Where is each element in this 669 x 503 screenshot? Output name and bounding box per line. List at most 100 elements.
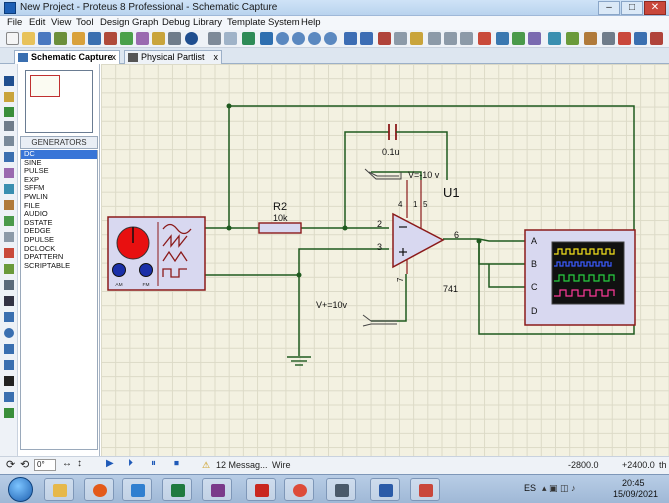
copy-icon[interactable] [394,32,407,45]
stop-icon[interactable]: ⏹ [174,458,179,469]
marker-icon[interactable] [4,408,14,418]
opamp-u1[interactable] [392,180,445,274]
messages-count[interactable]: 12 Messag... [216,460,268,470]
block-copy-icon[interactable] [428,32,441,45]
erc-report-icon[interactable] [650,32,663,45]
text-icon[interactable] [4,376,14,386]
help-icon[interactable] [185,32,198,45]
list-item[interactable]: SCRIPTABLE [24,260,71,270]
list-item[interactable]: DPATTERN [24,252,64,262]
rotate-cw-icon[interactable]: ⟳ [6,459,16,471]
menu-system[interactable]: System [268,17,300,28]
terminal-vminus[interactable] [364,168,402,180]
line-icon[interactable] [4,296,14,306]
menu-design[interactable]: Design [100,17,130,28]
tab-schematic-capture[interactable]: Schematic Capture x [14,50,120,64]
rotate-ccw-icon[interactable]: ⟲ [20,459,30,471]
schematic-icon[interactable] [88,32,101,45]
graph-icon[interactable] [4,216,14,226]
source-code-icon[interactable] [168,32,181,45]
decompose-icon[interactable] [528,32,541,45]
refresh-icon[interactable] [208,32,221,45]
play-icon[interactable]: ▶ [106,458,114,469]
wire-cap-right[interactable] [405,131,448,180]
new-sheet-icon[interactable] [602,32,615,45]
terminal-vplus[interactable] [362,314,397,327]
list-item[interactable]: PULSE [24,166,49,176]
block-delete-icon[interactable] [478,32,491,45]
pan-icon[interactable] [260,32,273,45]
gerber-icon[interactable] [136,32,149,45]
tab-close-icon[interactable]: x [111,52,117,62]
mirror-x-icon[interactable]: ↔ [62,458,72,469]
capacitor-c1[interactable] [388,124,397,140]
list-item[interactable]: DSTATE [24,217,53,227]
text-script-icon[interactable] [4,136,14,146]
menu-file[interactable]: File [7,17,23,28]
list-item[interactable]: PWLIN [24,191,48,201]
taskbar-pdf-reader[interactable] [246,478,276,501]
wire-cap-left[interactable] [344,131,389,228]
wire-output[interactable] [443,238,525,242]
taskbar-app[interactable] [122,478,152,501]
list-item[interactable]: DEDGE [24,226,51,236]
3d-icon[interactable] [120,32,133,45]
voltage-probe-icon[interactable] [4,264,14,274]
undo-icon[interactable] [344,32,357,45]
zoom-in-icon[interactable] [276,32,289,45]
circle-icon[interactable] [4,328,14,338]
menu-tool[interactable]: Tool [76,17,94,28]
remove-sheet-icon[interactable] [618,32,631,45]
wire-out-to-a[interactable] [478,241,525,265]
fm-knob[interactable] [139,263,153,277]
home-icon[interactable] [72,32,85,45]
symbol-icon[interactable] [4,392,14,402]
component-mode-icon[interactable] [4,92,14,102]
box-icon[interactable] [4,312,14,322]
junction-dot-icon[interactable] [4,107,14,117]
terminal-icon[interactable] [4,184,14,194]
cut-icon[interactable] [378,32,391,45]
taskbar-powerpoint[interactable] [410,478,440,501]
list-item[interactable]: DPULSE [24,234,55,244]
list-item[interactable]: DCLOCK [24,243,56,253]
taskbar-word[interactable] [370,478,400,501]
subcircuit-icon[interactable] [4,168,14,178]
oscilloscope[interactable]: A B C D [524,229,636,326]
ground-symbol[interactable] [287,356,311,366]
overview-window[interactable] [25,70,93,133]
redo-icon[interactable] [360,32,373,45]
bom-icon[interactable] [152,32,165,45]
new-file-icon[interactable] [6,32,19,45]
tab-close-icon[interactable]: x [213,52,219,62]
wire-label-icon[interactable] [4,121,14,131]
taskbar-winrar[interactable] [202,478,232,501]
arc-icon[interactable] [4,344,14,354]
device-pin-icon[interactable] [4,200,14,210]
zoom-area-icon[interactable] [324,32,337,45]
virtual-instrument-icon[interactable] [4,280,14,290]
wire-vminus[interactable] [371,171,422,180]
resistor-r2[interactable] [258,222,302,234]
mirror-y-icon[interactable]: ↕ [77,458,82,469]
tape-recorder-icon[interactable] [4,232,14,242]
save-icon[interactable] [38,32,51,45]
origin-icon[interactable] [242,32,255,45]
list-item[interactable]: SFFM [24,183,45,193]
tray-icons[interactable]: ▴ ▣ ◫ ♪ [542,483,576,493]
tab-physical-partlist[interactable]: Physical Partlist View x [124,50,222,74]
menu-help[interactable]: Help [301,17,321,28]
pause-icon[interactable]: ⏸ [151,458,156,469]
keyboard-language[interactable]: ES [524,483,537,493]
generator-icon[interactable] [4,248,14,258]
path-icon[interactable] [4,360,14,370]
list-item[interactable]: SINE [24,157,42,167]
block-rotate-icon[interactable] [460,32,473,45]
list-item[interactable]: AUDIO [24,209,48,219]
taskbar-explorer[interactable] [44,478,74,501]
list-item[interactable]: FILE [24,200,40,210]
menu-template[interactable]: Template [227,17,266,28]
wire-autorouter-icon[interactable] [548,32,561,45]
step-icon[interactable]: ⏵ [128,458,133,469]
taskbar-app-2[interactable] [326,478,356,501]
